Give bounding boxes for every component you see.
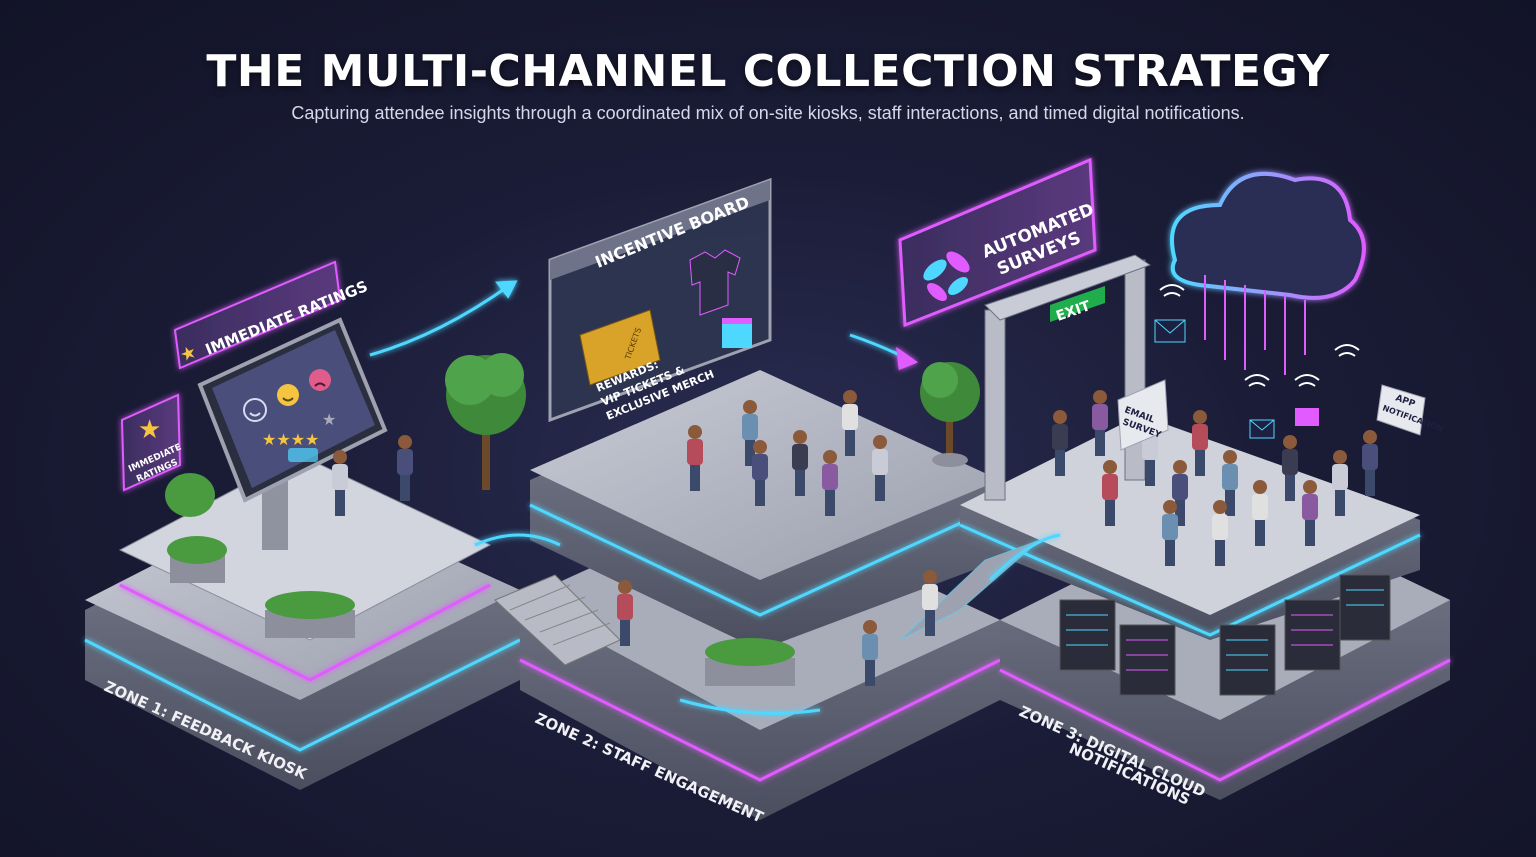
gift-icon bbox=[722, 318, 752, 348]
server-rack-icon bbox=[1059, 599, 1116, 671]
immediate-ratings-small-sign bbox=[120, 393, 182, 492]
upload-arrows bbox=[1204, 275, 1306, 375]
arrow-icon bbox=[369, 280, 1061, 715]
tree bbox=[920, 362, 980, 467]
attendee-figure bbox=[397, 435, 413, 501]
attendee-figure bbox=[842, 390, 858, 456]
attendee-figure bbox=[862, 620, 878, 686]
star-icon: ★ bbox=[322, 410, 336, 429]
attendee-figure bbox=[1332, 450, 1348, 516]
attendee-figure bbox=[1092, 390, 1108, 456]
star-icon: ★ bbox=[138, 415, 161, 445]
attendee-figure bbox=[1302, 480, 1318, 546]
attendee-figure bbox=[1212, 500, 1228, 566]
attendee-figure bbox=[1362, 430, 1378, 496]
attendee-figure bbox=[822, 450, 838, 516]
attendee-figure bbox=[1172, 460, 1188, 526]
attendee-figure bbox=[752, 440, 768, 506]
attendee-figure bbox=[1162, 500, 1178, 566]
attendee-figure bbox=[742, 400, 758, 466]
exit-gate bbox=[984, 254, 1152, 501]
attendee-figure bbox=[1222, 450, 1238, 516]
attendee-figure bbox=[1052, 410, 1068, 476]
immediate-ratings-sign bbox=[173, 260, 342, 370]
star-icon: ★ bbox=[177, 341, 200, 367]
tree bbox=[445, 353, 526, 490]
server-rack-icon bbox=[1339, 574, 1391, 641]
ticket-icon bbox=[579, 309, 661, 386]
server-racks bbox=[1059, 574, 1391, 696]
server-rack-icon bbox=[1219, 624, 1276, 696]
tshirt-icon bbox=[689, 249, 741, 316]
smiley-icon bbox=[309, 369, 331, 391]
attendee-crowd bbox=[332, 390, 1378, 686]
wifi-icon bbox=[1159, 284, 1360, 387]
feedback-kiosk: ★★★★ ★ bbox=[197, 317, 388, 550]
attendee-figure bbox=[1282, 435, 1298, 501]
attendee-figure bbox=[332, 450, 348, 516]
automated-surveys-sign bbox=[898, 157, 1097, 328]
page-subtitle: Capturing attendee insights through a co… bbox=[291, 103, 1245, 123]
cloud-icon bbox=[1170, 171, 1366, 300]
star-icon: ★★★★ bbox=[262, 430, 319, 449]
attendee-figure bbox=[922, 570, 938, 636]
attendee-figure bbox=[792, 430, 808, 496]
butterfly-logo-icon bbox=[923, 251, 970, 301]
page-title: THE MULTI-CHANNEL COLLECTION STRATEGY bbox=[206, 46, 1330, 97]
email-survey-sign bbox=[1117, 379, 1169, 451]
attendee-figure bbox=[687, 425, 703, 491]
app-notification-sign bbox=[1376, 384, 1426, 436]
planter bbox=[165, 473, 795, 686]
attendee-figure bbox=[1252, 480, 1268, 546]
attendee-figure bbox=[1102, 460, 1118, 526]
attendee-figure bbox=[617, 580, 633, 646]
envelope-icon bbox=[1154, 319, 1319, 439]
server-rack-icon bbox=[1119, 624, 1176, 696]
attendee-figure bbox=[1192, 410, 1208, 476]
smiley-icon bbox=[243, 398, 267, 422]
attendee-figure bbox=[872, 435, 888, 501]
server-rack-icon bbox=[1284, 599, 1341, 671]
smiley-icon bbox=[277, 384, 299, 406]
incentive-board bbox=[548, 177, 772, 423]
